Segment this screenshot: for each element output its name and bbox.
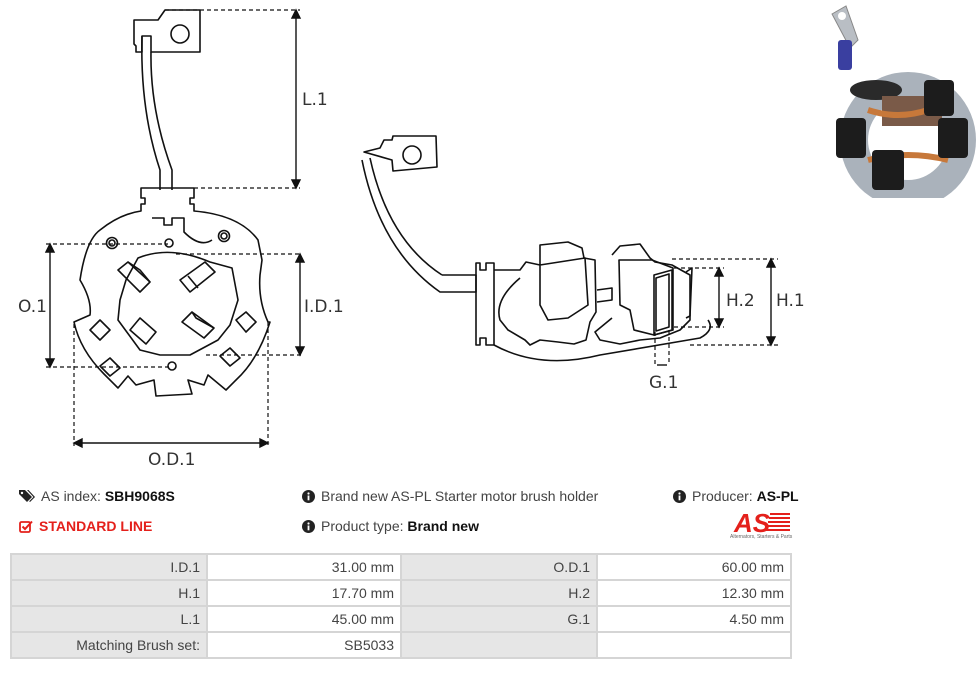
product-type-label: Product type: (321, 518, 404, 534)
label-o1: O.1 (18, 297, 47, 317)
spec-value: 60.00 mm (596, 553, 792, 581)
spec-value: 17.70 mm (206, 579, 402, 607)
logo-text: AS (733, 509, 771, 535)
spec-key: H.2 (400, 579, 598, 607)
label-h2: H.2 (726, 291, 755, 311)
spec-value (596, 631, 792, 659)
tags-icon (19, 489, 35, 506)
product-photo (828, 0, 976, 208)
product-type: Product type: Brand new (302, 518, 479, 536)
check-square-icon (19, 520, 33, 536)
description: Brand new AS-PL Starter motor brush hold… (302, 488, 598, 506)
info-icon (302, 520, 315, 536)
front-terminal (133, 9, 201, 190)
front-body (73, 187, 271, 397)
spec-table: I.D.1 31.00 mm O.D.1 60.00 mm H.1 17.70 … (10, 553, 792, 659)
technical-drawing: L.1 O.1 I.D.1 O.D.1 H.2 H.1 G.1 (18, 8, 805, 470)
spec-value: 31.00 mm (206, 553, 402, 581)
spec-key: L.1 (10, 605, 208, 633)
dimension-guides (46, 9, 778, 446)
label-od1: O.D.1 (148, 450, 195, 470)
producer-label: Producer: (692, 488, 753, 504)
standard-line-badge: STANDARD LINE (19, 518, 152, 536)
spec-key: O.D.1 (400, 553, 598, 581)
drawing-svg: L.1 O.1 I.D.1 O.D.1 H.2 H.1 G.1 (18, 8, 805, 470)
label-id1: I.D.1 (304, 297, 344, 317)
spec-key: G.1 (400, 605, 598, 633)
side-body (475, 241, 711, 362)
table-row: I.D.1 31.00 mm O.D.1 60.00 mm (10, 553, 792, 581)
spec-key: Matching Brush set: (10, 631, 208, 659)
description-text: Brand new AS-PL Starter motor brush hold… (321, 488, 599, 504)
label-l1: L.1 (302, 90, 328, 110)
as-index-value: SBH9068S (104, 488, 175, 504)
as-index-label: AS index: (41, 488, 101, 504)
standard-line-label: STANDARD LINE (39, 518, 153, 534)
spec-key: I.D.1 (10, 553, 208, 581)
table-row: H.1 17.70 mm H.2 12.30 mm (10, 579, 792, 607)
logo-tagline: Alternators, Starters & Parts (730, 534, 793, 540)
spec-key: H.1 (10, 579, 208, 607)
producer-value: AS-PL (756, 488, 799, 504)
table-row: L.1 45.00 mm G.1 4.50 mm (10, 605, 792, 633)
product-type-value: Brand new (407, 518, 479, 534)
label-g1: G.1 (649, 373, 678, 393)
spec-value: 12.30 mm (596, 579, 792, 607)
as-pl-logo: AS Alternators, Starters & Parts (730, 508, 793, 545)
spec-key (400, 631, 598, 659)
info-icon (302, 490, 315, 506)
side-terminal (361, 135, 477, 293)
spec-value: 45.00 mm (206, 605, 402, 633)
producer: Producer: AS-PL (673, 488, 799, 506)
info-icon (673, 490, 686, 506)
dimension-arrows (44, 8, 777, 449)
table-row: Matching Brush set: SB5033 (10, 631, 792, 659)
spec-value: SB5033 (206, 631, 402, 659)
spec-value: 4.50 mm (596, 605, 792, 633)
label-h1: H.1 (776, 291, 805, 311)
as-index: AS index: SBH9068S (19, 488, 175, 506)
